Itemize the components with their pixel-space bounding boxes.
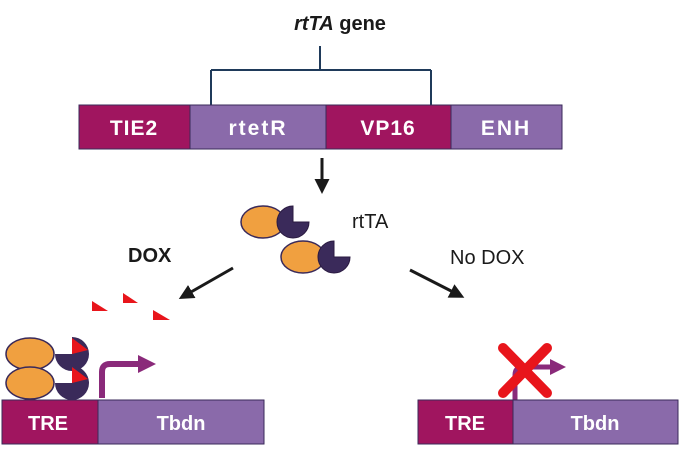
title-rest: gene — [334, 13, 386, 35]
segment-rtetr-label: rtetR — [228, 117, 287, 140]
bound-rtta-1 — [5, 337, 89, 371]
construct-title: rtTA gene — [294, 13, 386, 35]
right-tre-box — [417, 399, 514, 445]
right-tbdn-box — [512, 399, 679, 445]
segment-enh-label: ENH — [481, 117, 531, 140]
segment-vp16 — [325, 104, 452, 150]
left-promoter-region: TRE Tbdn — [1, 337, 265, 445]
construct-bar: TIE2 rtetR VP16 ENH — [78, 104, 563, 150]
segment-tie2-label: TIE2 — [110, 117, 158, 140]
rtta-bracket — [210, 46, 432, 105]
blocked-x-icon — [498, 343, 552, 398]
rtta-protein-1 — [240, 205, 310, 239]
right-tbdn-label: Tbdn — [571, 413, 620, 435]
dox-molecule — [123, 293, 138, 303]
left-tbdn-label: Tbdn — [157, 413, 206, 435]
right-tre-label: TRE — [445, 413, 485, 435]
segment-enh — [450, 104, 563, 150]
segment-rtetr — [189, 104, 327, 150]
rtta-label: rtTA — [352, 211, 389, 233]
left-tre-box — [1, 399, 99, 445]
dox-label: DOX — [128, 245, 172, 267]
dox-molecules — [92, 293, 170, 320]
left-tre-label: TRE — [28, 413, 68, 435]
no-dox-arrow — [409, 268, 465, 298]
segment-tie2 — [78, 104, 191, 150]
right-promoter-region: TRE Tbdn — [417, 343, 679, 445]
left-tbdn-box — [97, 399, 265, 445]
bound-rtta-2 — [5, 366, 89, 400]
dox-arrow — [178, 266, 234, 299]
no-dox-label: No DOX — [450, 247, 524, 269]
dox-molecule — [92, 301, 108, 311]
segment-vp16-label: VP16 — [360, 117, 415, 140]
title-italic: rtTA — [294, 13, 334, 35]
rtta-protein-2 — [280, 240, 351, 274]
dox-molecule — [153, 310, 170, 320]
transcription-arrow-icon — [99, 361, 140, 398]
